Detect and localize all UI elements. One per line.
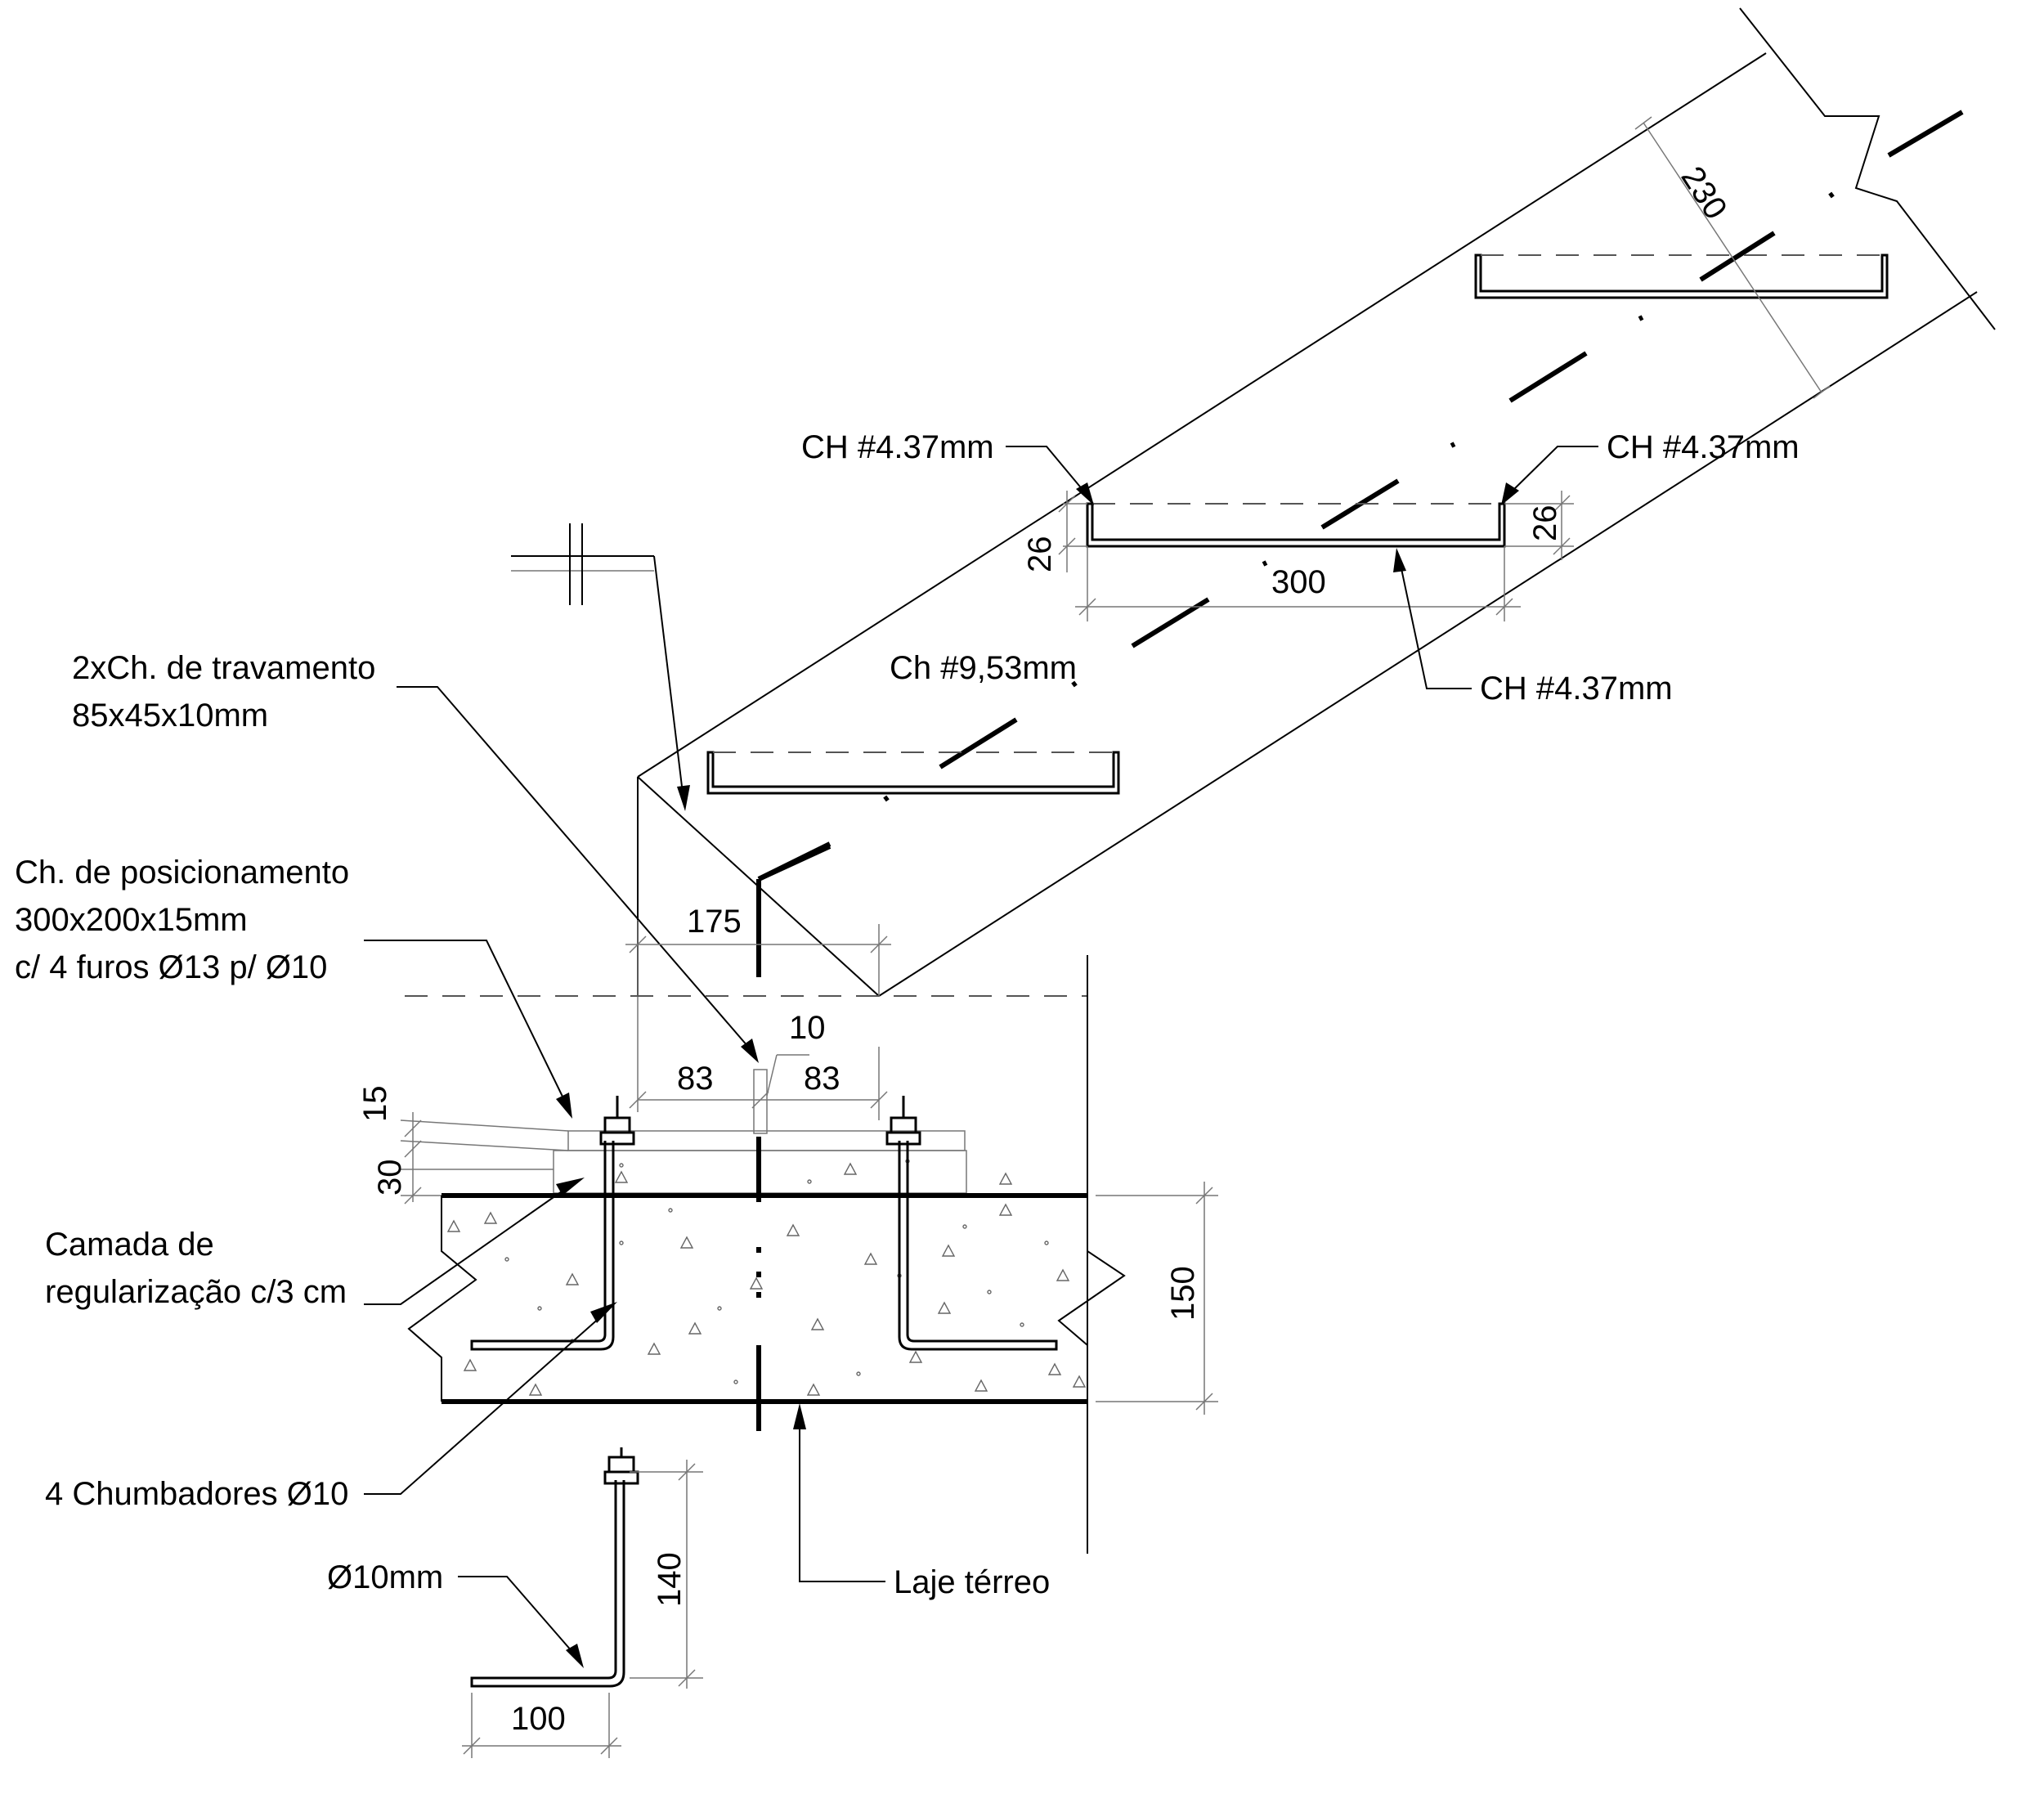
travamento-label-1: 2xCh. de travamento <box>72 650 375 686</box>
stringer-top-edge <box>637 52 1767 778</box>
chumbadores-label: 4 Chumbadores Ø10 <box>45 1476 348 1512</box>
dimension-15-30: 15 30 <box>357 1086 569 1205</box>
break-symbol-leader <box>511 523 690 811</box>
ch-top-right-label: CH #4.37mm <box>1607 429 1800 465</box>
dim-100-text: 100 <box>511 1701 566 1737</box>
dimension-10: 10 <box>753 1010 826 1134</box>
dimension-230: 230 <box>1634 116 1831 399</box>
ch-953-label: Ch #9,53mm <box>890 650 1077 686</box>
callout-posicionamento: Ch. de posicionamento 300x200x15mm c/ 4 … <box>15 855 572 1119</box>
anchor-bolt-detail <box>470 1447 639 1688</box>
stringer-bottom-edge <box>878 291 1978 997</box>
dim-15-text: 15 <box>357 1086 393 1123</box>
camada-label-2: regularização c/3 cm <box>45 1274 347 1310</box>
dimension-100: 100 <box>462 1693 621 1758</box>
dim-140-text: 140 <box>652 1552 688 1607</box>
dim-175-text: 175 <box>687 904 742 940</box>
stringer-center-axis <box>757 110 1964 882</box>
dim-230-text: 230 <box>1674 160 1733 226</box>
posicionamento-label-2: 300x200x15mm <box>15 902 248 938</box>
anchor-bolt-right <box>885 1096 1058 1351</box>
stringer-web-bottom <box>756 841 831 977</box>
slab-break-right <box>1057 1196 1126 1402</box>
laje-label: Laje térreo <box>894 1564 1050 1600</box>
callout-camada: Camada de regularização c/3 cm <box>45 1178 585 1310</box>
callout-ch-top-left: CH #4.37mm <box>801 429 1094 505</box>
slab-break-left <box>407 1196 477 1402</box>
break-line-top <box>1739 7 1996 330</box>
callout-travamento: 2xCh. de travamento 85x45x10mm <box>72 650 759 1063</box>
callout-laje: Laje térreo <box>793 1403 1050 1600</box>
concrete-slab <box>407 1159 1126 1404</box>
dim-26-left-text: 26 <box>1022 536 1058 573</box>
dim-150-text: 150 <box>1165 1266 1201 1321</box>
posicionamento-label-1: Ch. de posicionamento <box>15 855 349 891</box>
anchor-bolt-left <box>470 1096 635 1351</box>
camada-label-1: Camada de <box>45 1227 214 1263</box>
dim-83-right-text: 83 <box>804 1061 840 1097</box>
dim-10-text: 10 <box>789 1010 826 1046</box>
dim-26-right-text: 26 <box>1527 505 1563 542</box>
step-plate-middle <box>1086 502 1506 548</box>
callout-ch-953: Ch #9,53mm <box>890 650 1077 686</box>
dimension-26-right: 26 <box>1504 491 1574 560</box>
callout-diametro: Ø10mm <box>327 1559 584 1668</box>
step-plate-upper <box>1474 253 1889 299</box>
callout-chumbadores: 4 Chumbadores Ø10 <box>45 1302 617 1512</box>
dimension-83-83: 83 83 <box>629 1047 888 1120</box>
web-plate-10 <box>753 1069 768 1134</box>
dimension-175: 175 <box>625 904 891 1112</box>
dim-30-text: 30 <box>372 1160 408 1196</box>
dimension-26-left: 26 <box>1022 491 1087 572</box>
posicionamento-label-3: c/ 4 furos Ø13 p/ Ø10 <box>15 949 327 985</box>
stair-stringer <box>637 7 1996 997</box>
diametro-label: Ø10mm <box>327 1559 443 1595</box>
dim-300-text: 300 <box>1271 564 1326 600</box>
step-plate-lower <box>706 751 1120 795</box>
dimension-300: 300 <box>1075 546 1521 621</box>
ch-bottom-label: CH #4.37mm <box>1480 671 1673 707</box>
dimension-150: 150 <box>1096 1182 1218 1415</box>
callout-ch-bottom: CH #4.37mm <box>1393 548 1673 707</box>
callout-ch-top-right: CH #4.37mm <box>1501 429 1800 505</box>
dimension-140: 140 <box>630 1460 703 1689</box>
dim-83-left-text: 83 <box>677 1061 714 1097</box>
travamento-label-2: 85x45x10mm <box>72 698 268 734</box>
ch-top-left-label: CH #4.37mm <box>801 429 994 465</box>
